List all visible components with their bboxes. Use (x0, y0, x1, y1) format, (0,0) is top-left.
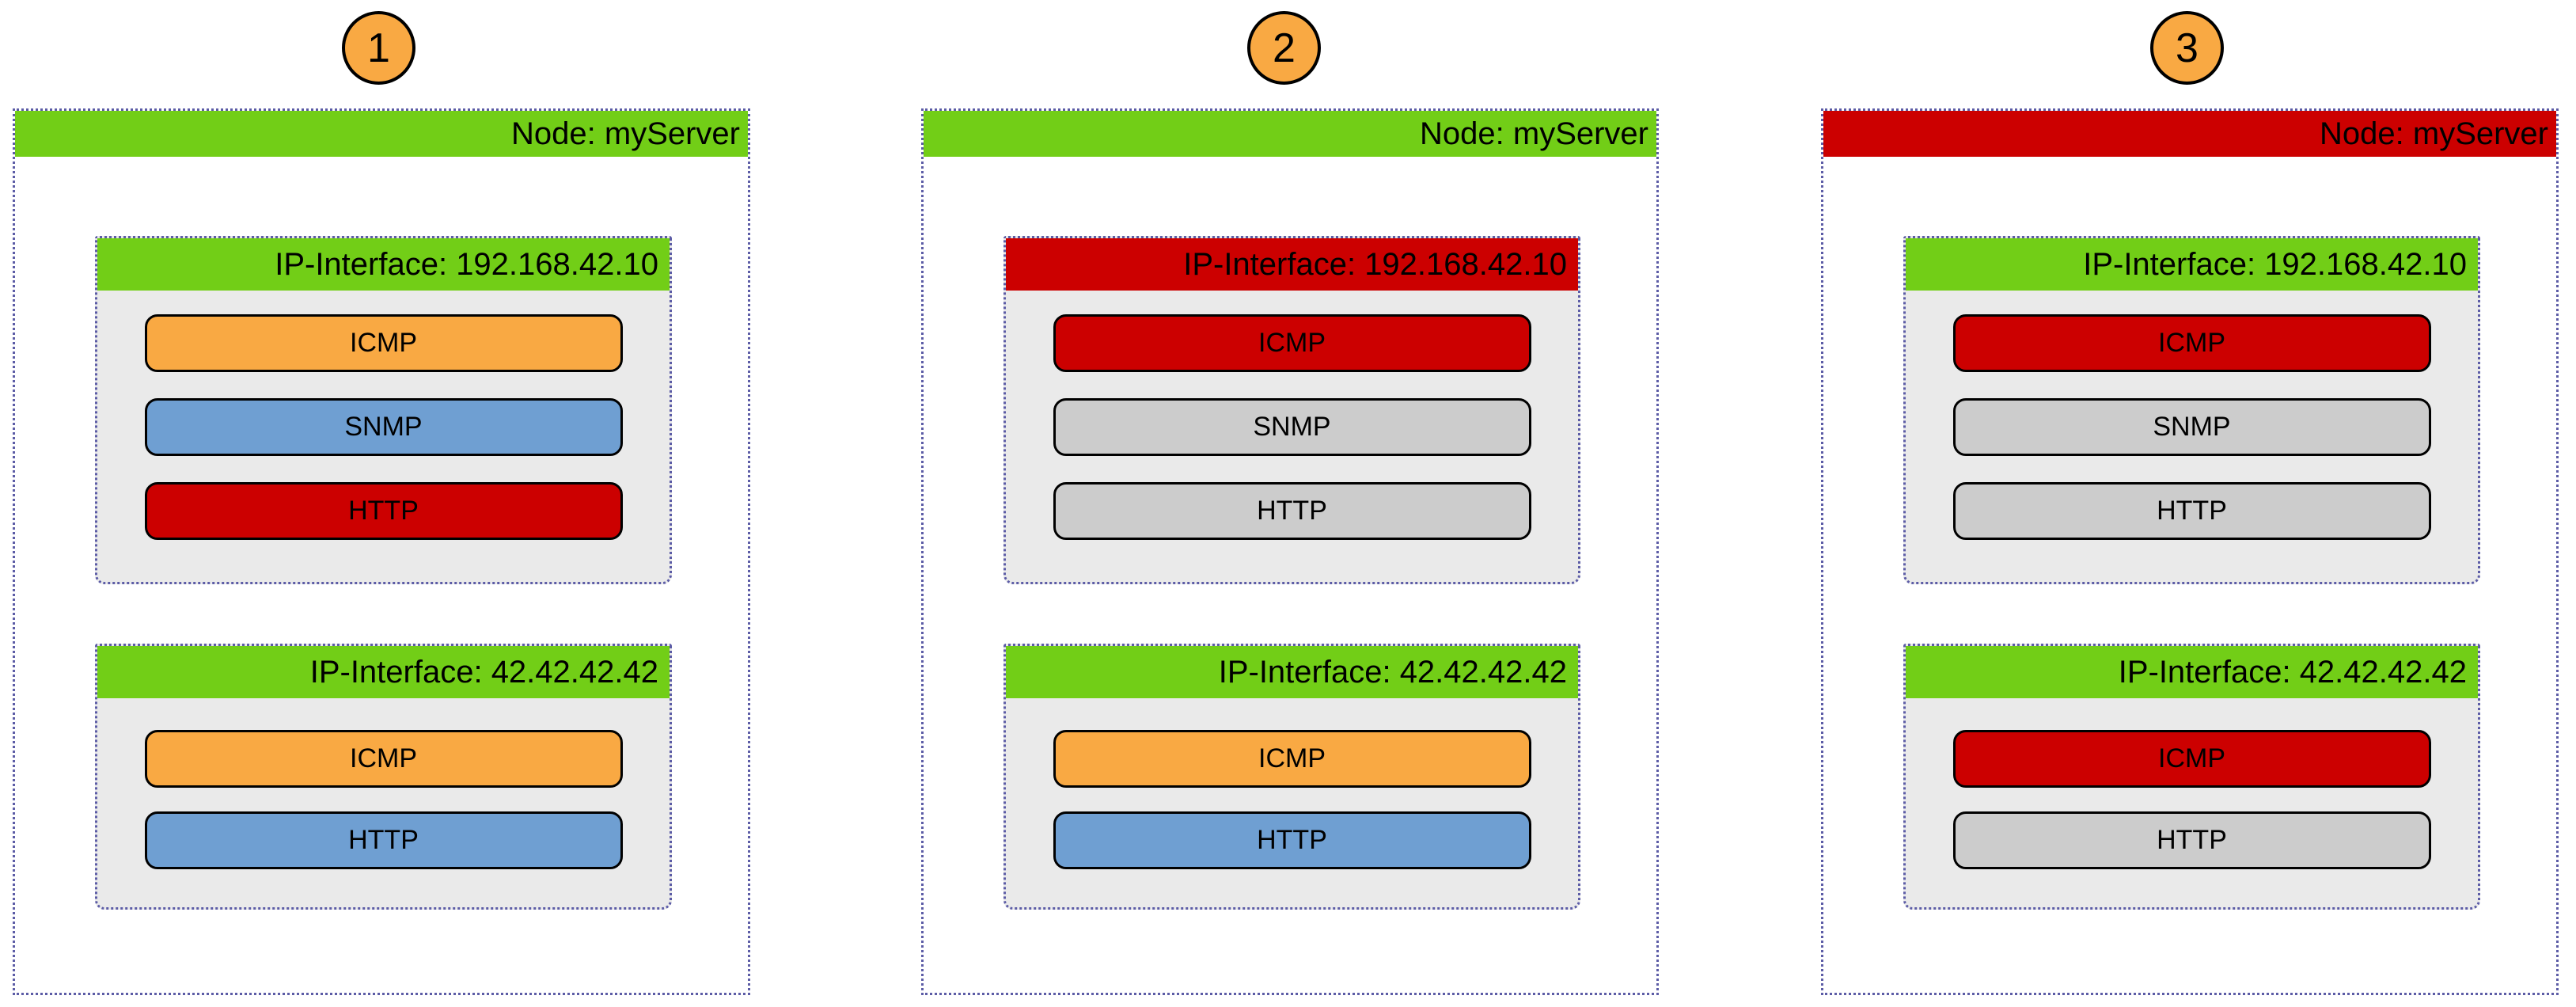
node-title: Node: myServer (1420, 116, 1648, 151)
node-title: Node: myServer (511, 116, 740, 151)
step-number: 3 (2176, 25, 2199, 71)
service-label: SNMP (2153, 412, 2231, 442)
service-label: ICMP (1258, 328, 1326, 358)
ip-interface-title: IP-Interface: 42.42.42.42 (1218, 654, 1567, 690)
service-list: ICMP SNMP HTTP (1906, 291, 2478, 540)
ip-interface-card: IP-Interface: 42.42.42.42 ICMP HTTP (1003, 644, 1580, 910)
service-label: ICMP (2158, 743, 2225, 773)
service-label: ICMP (2158, 328, 2225, 358)
ip-interface-title: IP-Interface: 192.168.42.10 (1183, 246, 1567, 282)
service-label: ICMP (350, 328, 417, 358)
ip-interface-header: IP-Interface: 42.42.42.42 (1006, 646, 1578, 698)
service-bar-snmp: SNMP (1952, 398, 2431, 456)
service-label: ICMP (1258, 743, 1326, 773)
service-label: HTTP (348, 825, 419, 855)
node-header: Node: myServer (15, 111, 748, 157)
service-bar-http: HTTP (1053, 811, 1531, 869)
ip-interface-header: IP-Interface: 192.168.42.10 (1006, 238, 1578, 291)
ip-interface-title: IP-Interface: 192.168.42.10 (275, 246, 658, 282)
node-header: Node: myServer (924, 111, 1656, 157)
ip-interface-header: IP-Interface: 42.42.42.42 (97, 646, 670, 698)
service-label: HTTP (1257, 825, 1327, 855)
service-bar-icmp: ICMP (144, 314, 623, 372)
service-bar-http: HTTP (144, 811, 623, 869)
ip-interface-card: IP-Interface: 192.168.42.10 ICMP SNMP HT… (1903, 236, 2480, 584)
node-header: Node: myServer (1823, 111, 2556, 157)
service-label: HTTP (2157, 496, 2227, 526)
service-list: ICMP HTTP (97, 698, 670, 869)
service-bar-icmp: ICMP (1952, 314, 2431, 372)
service-bar-snmp: SNMP (1053, 398, 1531, 456)
service-bar-icmp: ICMP (144, 730, 623, 788)
step-number: 1 (367, 25, 390, 71)
service-bar-http: HTTP (1053, 482, 1531, 540)
service-label: HTTP (1257, 496, 1327, 526)
ip-interface-header: IP-Interface: 192.168.42.10 (1906, 238, 2478, 291)
service-bar-http: HTTP (144, 482, 623, 540)
service-label: HTTP (348, 496, 419, 526)
ip-interface-card: IP-Interface: 42.42.42.42 ICMP HTTP (1903, 644, 2480, 910)
service-bar-snmp: SNMP (144, 398, 623, 456)
service-label: ICMP (350, 743, 417, 773)
node-title: Node: myServer (2320, 116, 2548, 151)
step-number: 2 (1273, 25, 1296, 71)
service-bar-icmp: ICMP (1053, 314, 1531, 372)
service-label: SNMP (344, 412, 423, 442)
step-badge-1: 1 (342, 11, 415, 85)
service-list: ICMP HTTP (1906, 698, 2478, 869)
ip-interface-header: IP-Interface: 192.168.42.10 (97, 238, 670, 291)
service-list: ICMP SNMP HTTP (97, 291, 670, 540)
node-panel-2: Node: myServer IP-Interface: 192.168.42.… (921, 108, 1659, 995)
service-label: HTTP (2157, 825, 2227, 855)
service-list: ICMP SNMP HTTP (1006, 291, 1578, 540)
service-bar-icmp: ICMP (1053, 730, 1531, 788)
service-bar-http: HTTP (1952, 482, 2431, 540)
step-badge-3: 3 (2150, 11, 2224, 85)
ip-interface-header: IP-Interface: 42.42.42.42 (1906, 646, 2478, 698)
service-bar-icmp: ICMP (1952, 730, 2431, 788)
service-list: ICMP HTTP (1006, 698, 1578, 869)
ip-interface-card: IP-Interface: 192.168.42.10 ICMP SNMP HT… (1003, 236, 1580, 584)
node-panel-1: Node: myServer IP-Interface: 192.168.42.… (13, 108, 750, 995)
ip-interface-card: IP-Interface: 42.42.42.42 ICMP HTTP (95, 644, 672, 910)
service-bar-http: HTTP (1952, 811, 2431, 869)
ip-interface-card: IP-Interface: 192.168.42.10 ICMP SNMP HT… (95, 236, 672, 584)
step-badge-2: 2 (1247, 11, 1321, 85)
service-label: SNMP (1253, 412, 1331, 442)
ip-interface-title: IP-Interface: 42.42.42.42 (309, 654, 658, 690)
ip-interface-title: IP-Interface: 42.42.42.42 (2118, 654, 2467, 690)
node-panel-3: Node: myServer IP-Interface: 192.168.42.… (1821, 108, 2559, 995)
ip-interface-title: IP-Interface: 192.168.42.10 (2083, 246, 2467, 282)
